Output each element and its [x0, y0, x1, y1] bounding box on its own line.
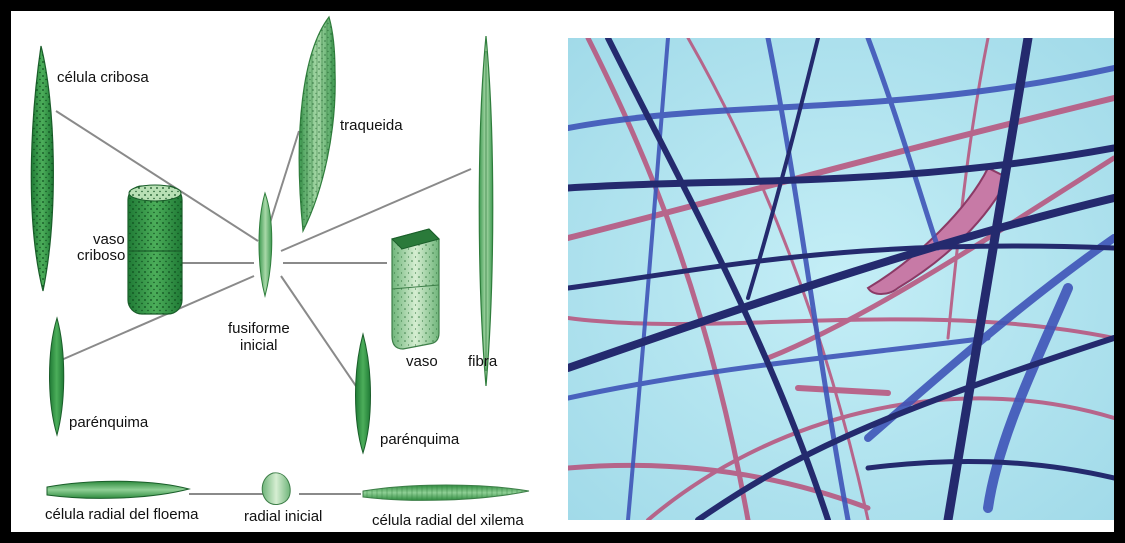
label-vaso: vaso — [406, 353, 438, 370]
label-parenquima-right: parénquima — [380, 431, 459, 448]
celula-radial-xilema-cell — [363, 485, 529, 500]
traqueida-cell — [299, 17, 335, 231]
micrograph-image — [568, 38, 1114, 520]
fibra-cell — [479, 36, 493, 386]
label-celula-cribosa: célula cribosa — [57, 69, 149, 86]
label-vaso-criboso-line2: criboso — [77, 247, 125, 264]
label-radial-floema: célula radial del floema — [45, 506, 198, 523]
label-radial-inicial: radial inicial — [244, 508, 322, 525]
celula-radial-floema-cell — [47, 481, 189, 498]
vaso-criboso-cell — [128, 185, 182, 314]
cell-types-diagram — [11, 11, 571, 532]
parenquima-left-cell — [50, 318, 64, 435]
label-radial-xilema: célula radial del xilema — [372, 512, 524, 529]
parenquima-right-cell — [356, 334, 371, 453]
radial-inicial-cell — [262, 473, 290, 505]
fusiforme-inicial-cell — [259, 193, 272, 296]
vaso-cell — [392, 229, 439, 349]
label-fibra: fibra — [468, 353, 497, 370]
label-fusiforme-line1: fusiforme — [228, 320, 290, 337]
label-vaso-criboso-line1: vaso — [93, 231, 125, 248]
celula-cribosa-cell — [31, 46, 53, 291]
fiber-micrograph — [568, 38, 1114, 520]
label-parenquima-left: parénquima — [69, 414, 148, 431]
label-fusiforme-line2: inicial — [240, 337, 278, 354]
content-panel: célula cribosa traqueida vaso criboso fu… — [11, 11, 1114, 532]
label-traqueida: traqueida — [340, 117, 403, 134]
